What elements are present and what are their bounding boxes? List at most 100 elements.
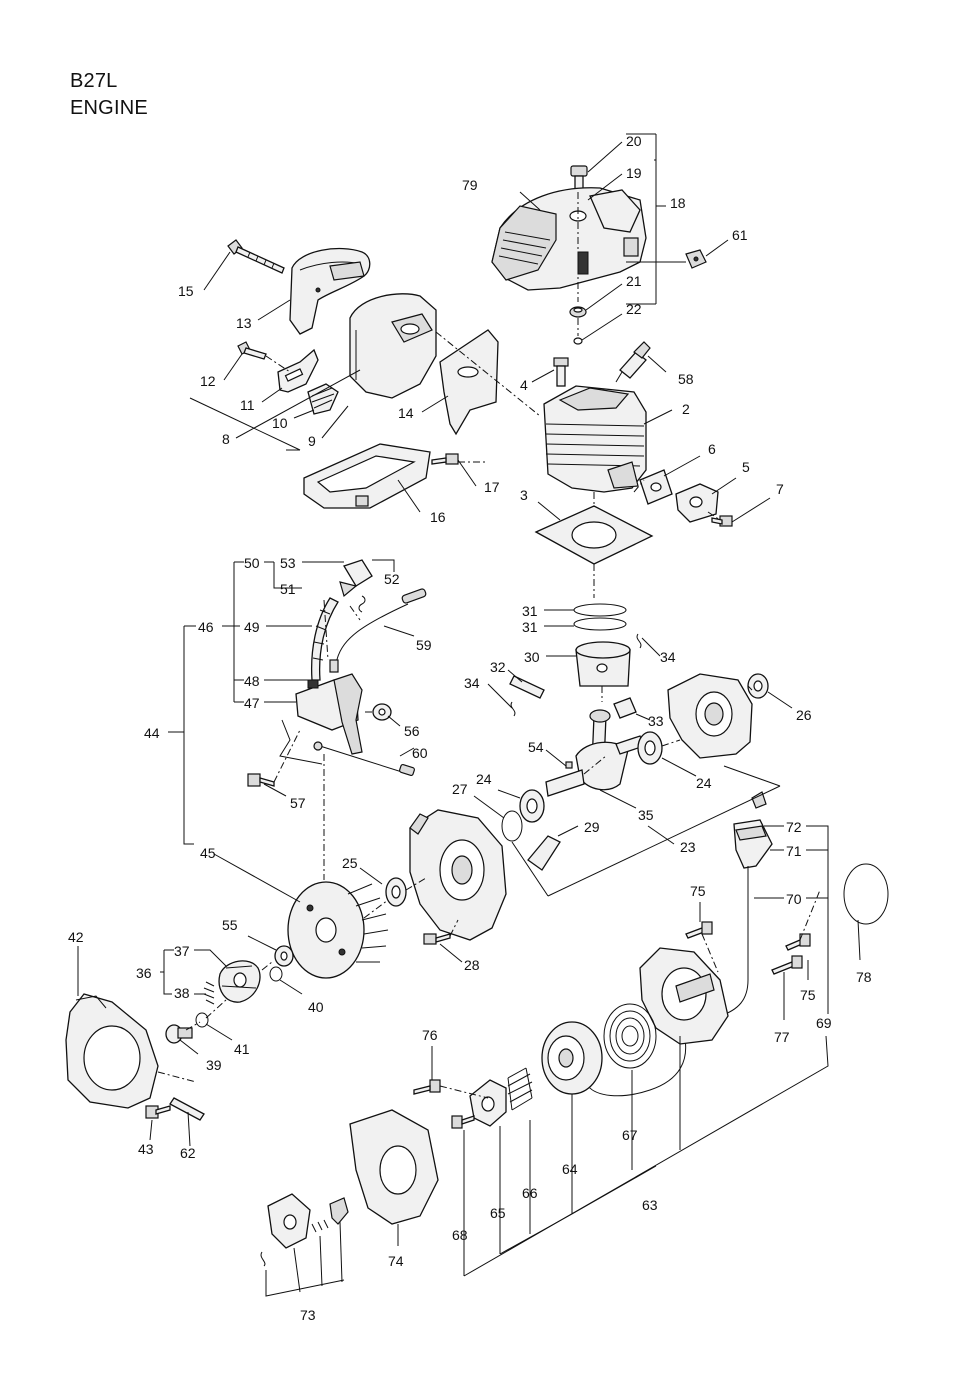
callout-75-right: 75 [800, 987, 816, 1003]
part-washer [573, 337, 583, 345]
part-ratchet-screw [451, 1115, 475, 1129]
part-piston [575, 641, 631, 687]
leader-lines [77, 133, 861, 1297]
part-starter-screw-right [785, 933, 811, 951]
title-block: B27L ENGINE [70, 68, 148, 122]
callout-7: 7 [776, 481, 784, 497]
callout-63: 63 [642, 1197, 658, 1213]
callout-56: 56 [404, 723, 420, 739]
callout-33: 33 [648, 713, 664, 729]
callout-34-right: 34 [660, 649, 676, 665]
callout-47: 47 [244, 695, 260, 711]
callout-10: 10 [272, 415, 288, 431]
callout-52: 52 [384, 571, 400, 587]
part-crankcase-gasket [527, 835, 561, 871]
part-base-screw [431, 453, 459, 465]
part-needle-bearing [613, 697, 637, 719]
part-o-ring [843, 863, 889, 925]
callout-68: 68 [452, 1227, 468, 1243]
part-coil-screw [247, 773, 275, 787]
callout-44: 44 [144, 725, 160, 741]
part-piston-pin [509, 675, 545, 699]
callout-45: 45 [200, 845, 216, 861]
callout-43: 43 [138, 1141, 154, 1157]
callout-79: 79 [462, 177, 478, 193]
callout-2: 2 [682, 401, 690, 417]
callout-61: 61 [732, 227, 748, 243]
callout-31-lower: 31 [522, 619, 538, 635]
callout-50: 50 [244, 555, 260, 571]
part-plug-cap [339, 559, 373, 613]
callout-23: 23 [680, 839, 696, 855]
part-flywheel-nut [274, 945, 294, 967]
callout-54: 54 [528, 739, 544, 755]
callout-18: 18 [670, 195, 686, 211]
part-cylinder [543, 385, 647, 493]
part-muffler [349, 293, 437, 399]
part-housing-screw [145, 1105, 171, 1119]
part-intake-screw [711, 515, 733, 527]
callout-37: 37 [174, 943, 190, 959]
callout-38: 38 [174, 985, 190, 1001]
callout-35: 35 [638, 807, 654, 823]
callout-5: 5 [742, 459, 750, 475]
part-main-bearing-left [519, 789, 545, 823]
part-grommet [569, 306, 587, 318]
callout-24-right: 24 [696, 775, 712, 791]
part-fan-housing [65, 993, 159, 1109]
part-pawl-assembly [260, 1193, 349, 1267]
part-clutch-spring [203, 981, 215, 1005]
part-muffler-bracket [277, 348, 319, 393]
callout-74: 74 [388, 1253, 404, 1269]
callout-6: 6 [708, 441, 716, 457]
callout-17: 17 [484, 479, 500, 495]
callout-48: 48 [244, 673, 260, 689]
part-insulator-base [303, 443, 431, 509]
part-housing-pin [169, 1097, 205, 1121]
part-clutch-shoes [218, 960, 261, 1003]
callout-labels: 20 19 79 18 61 15 13 21 22 12 11 10 9 8 … [68, 133, 872, 1323]
callout-69: 69 [816, 1015, 832, 1031]
part-flywheel [287, 881, 389, 979]
part-cover-screw [570, 165, 588, 191]
part-clutch-washer [195, 1012, 209, 1028]
part-crankshaft [545, 709, 645, 797]
callout-78: 78 [856, 969, 872, 985]
callout-71: 71 [786, 843, 802, 859]
callout-24-top: 24 [476, 771, 492, 787]
part-starter-screw-top [685, 921, 713, 939]
callout-31-upper: 31 [522, 603, 538, 619]
part-muffler-cover [289, 247, 371, 335]
callout-57: 57 [290, 795, 306, 811]
callout-46: 46 [198, 619, 214, 635]
callout-26: 26 [796, 707, 812, 723]
callout-27: 27 [452, 781, 468, 797]
part-ratchet [469, 1079, 507, 1127]
part-intake-gasket [639, 469, 673, 505]
part-circlip [501, 810, 523, 842]
part-oil-seal-left [385, 877, 407, 907]
part-spark-plug [615, 341, 651, 383]
callout-59: 59 [416, 637, 432, 653]
part-reel-screw [413, 1079, 441, 1095]
callout-60: 60 [412, 745, 428, 761]
part-crankcase-screw [423, 933, 451, 945]
callout-25: 25 [342, 855, 358, 871]
callout-3: 3 [520, 487, 528, 503]
part-flywheel-washer [269, 966, 283, 982]
callout-58: 58 [678, 371, 694, 387]
callout-22: 22 [626, 301, 642, 317]
part-oil-seal-right [747, 673, 769, 699]
part-clip [685, 249, 707, 269]
callout-29: 29 [584, 819, 600, 835]
part-cylinder-screw [553, 357, 569, 387]
part-long-bolt [227, 239, 285, 274]
part-starter-handle [733, 819, 773, 869]
callout-36: 36 [136, 965, 152, 981]
callout-41: 41 [234, 1041, 250, 1057]
callout-55: 55 [222, 917, 238, 933]
part-muffler-gasket [439, 329, 499, 436]
callout-9: 9 [308, 433, 316, 449]
part-ground-wire [313, 741, 415, 777]
